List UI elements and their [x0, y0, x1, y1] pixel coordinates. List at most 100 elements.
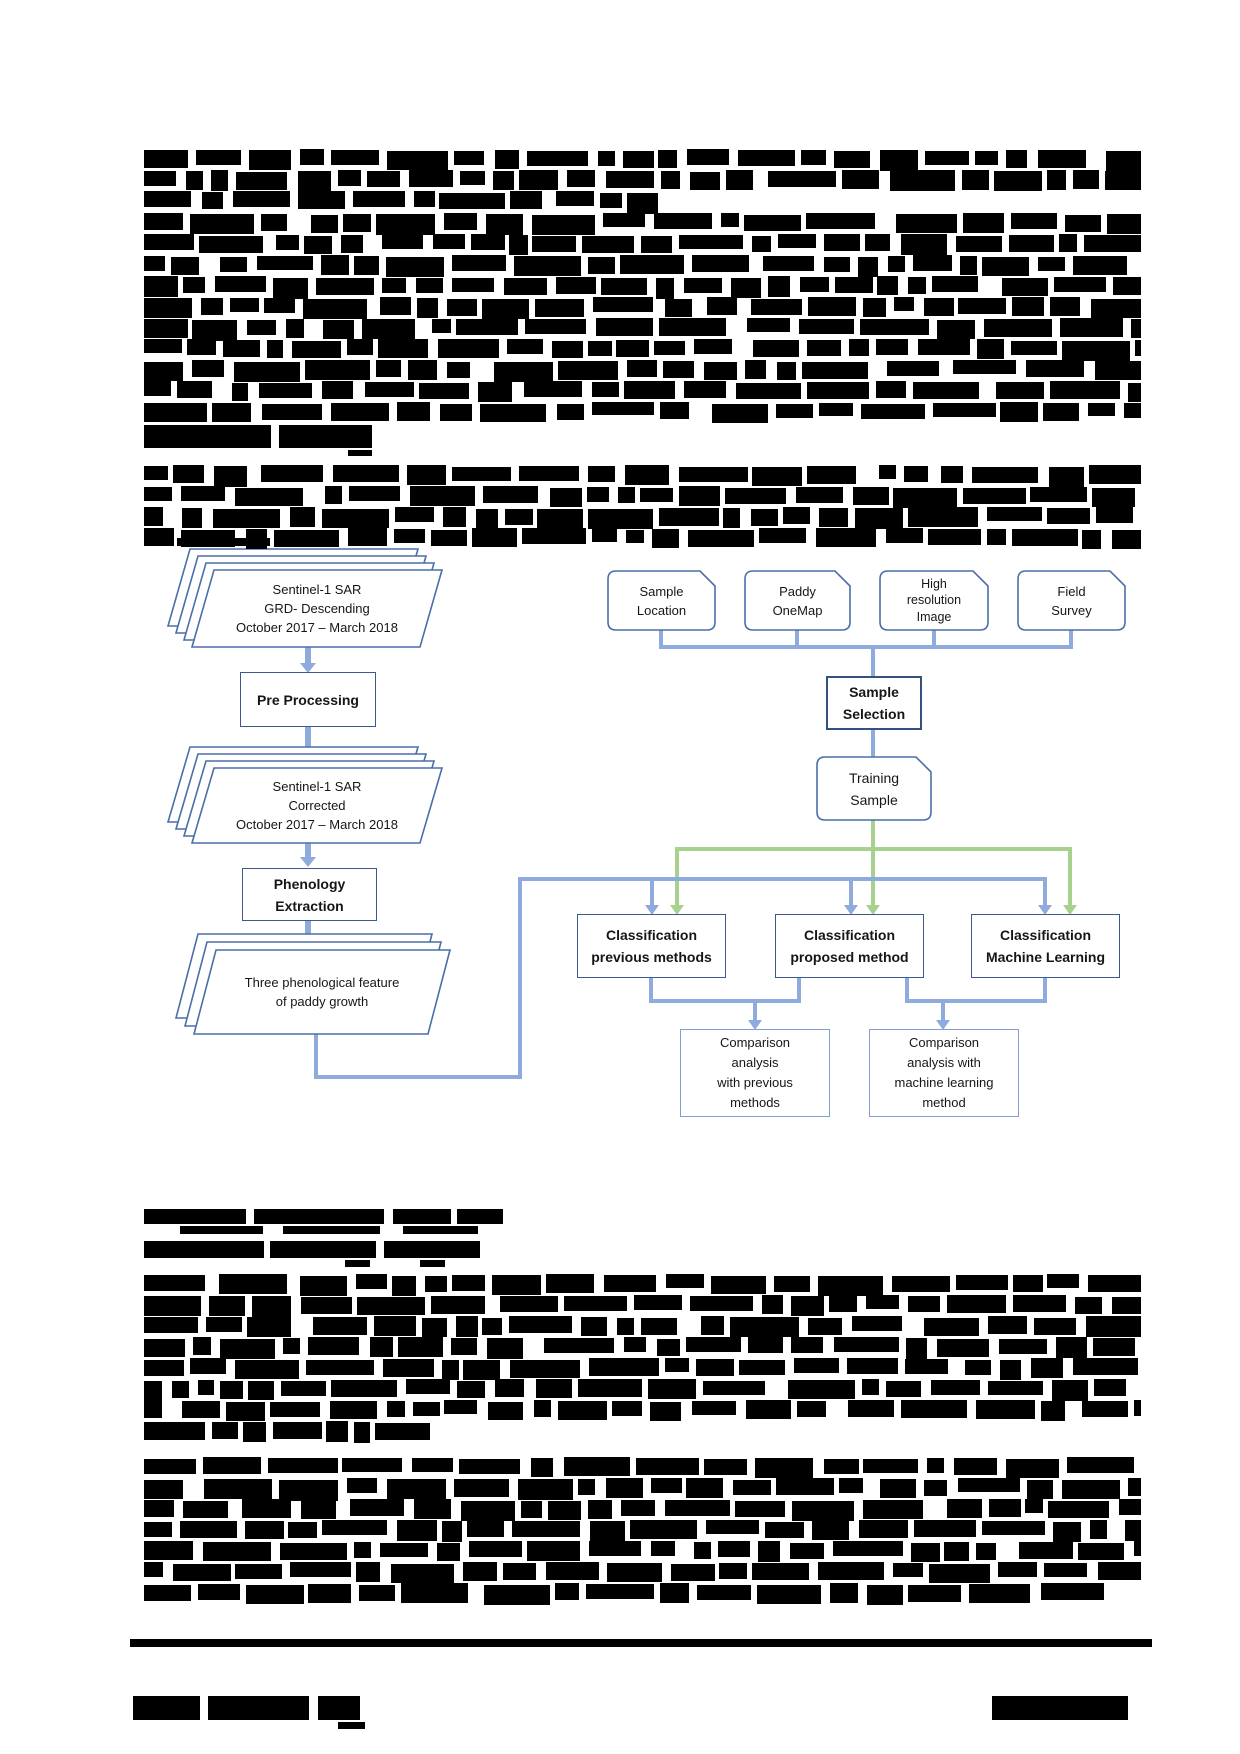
redaction-bar: [592, 528, 617, 543]
redaction-bar: [463, 1561, 497, 1581]
redaction-bar: [144, 1562, 164, 1577]
redaction-bar: [627, 193, 658, 214]
redaction-bar: [587, 465, 616, 483]
redaction-bar: [1072, 256, 1127, 276]
card-training-sample: [816, 756, 932, 821]
box-text-line: Machine Learning: [985, 949, 1106, 965]
classification-previous-methods-box: Classification previous methods: [577, 914, 726, 978]
redaction-bar: [998, 1561, 1037, 1578]
redaction-bar: [548, 1500, 582, 1520]
redaction-bar: [1087, 402, 1115, 417]
redaction-bar: [144, 1541, 193, 1561]
card-text-line: Sample: [639, 583, 684, 599]
redaction-bar: [256, 255, 313, 271]
redaction-bar: [469, 1541, 523, 1558]
redaction-bar: [893, 487, 958, 508]
redaction-bar: [595, 318, 654, 337]
redaction-bar: [173, 1563, 231, 1582]
stack-text-line: October 2017 – March 2018: [236, 817, 398, 832]
classification-proposed-method-box: Classification proposed method: [775, 914, 924, 978]
redaction-bar: [670, 1563, 715, 1581]
box-text-line: proposed method: [790, 949, 909, 965]
redaction-bar: [144, 256, 165, 271]
redaction-bar: [144, 1421, 206, 1441]
redaction-bar: [394, 506, 435, 522]
card-text-line: resolution: [906, 593, 962, 608]
redaction-bar: [908, 506, 978, 527]
card-high-resolution-image-label: High resolution Image: [880, 571, 988, 630]
redaction-bar: [1000, 402, 1038, 423]
redaction-bar: [518, 466, 579, 482]
redaction-bar: [924, 1479, 947, 1496]
redaction-bar: [773, 1275, 811, 1292]
redaction-bar: [1124, 1520, 1141, 1541]
redaction-bar: [726, 169, 754, 191]
redaction-bar: [439, 404, 473, 422]
redaction-bar: [923, 1318, 979, 1336]
redaction-bar: [181, 486, 226, 501]
redaction-bar: [650, 1402, 682, 1421]
redaction-bar: [625, 464, 670, 486]
redaction-bar: [972, 467, 1039, 484]
redaction-bar: [958, 297, 1007, 314]
stack-text-line: October 2017 – March 2018: [236, 620, 398, 635]
redaction-bar: [981, 257, 1029, 277]
redaction-bar: [537, 508, 583, 529]
redaction-bar: [863, 1500, 923, 1519]
box-text-line: analysis: [731, 1055, 779, 1070]
box-text-line: Classification: [999, 927, 1092, 943]
redaction-bar: [457, 1381, 485, 1399]
sample-selection-box: Sample Selection: [826, 676, 922, 730]
redaction-bar: [878, 464, 896, 479]
redaction-bar: [144, 338, 182, 353]
redaction-bar: [555, 277, 597, 294]
redaction-bar: [893, 296, 915, 312]
redaction-bar: [1047, 1500, 1110, 1519]
redaction-bar: [317, 1696, 360, 1720]
redaction-bar: [1133, 1399, 1141, 1417]
redaction-bar: [461, 1501, 515, 1521]
redaction-bar: [591, 401, 655, 416]
redaction-bar: [144, 1317, 199, 1334]
redaction-bar: [192, 359, 224, 377]
redaction-bar: [963, 213, 1005, 233]
redaction-bar: [1006, 1458, 1060, 1478]
redaction-bar: [246, 320, 277, 335]
box-text-line: method: [922, 1095, 966, 1110]
redaction-bar: [392, 1209, 452, 1224]
redaction-bar: [383, 1358, 435, 1378]
redaction-bar: [144, 1500, 174, 1518]
redaction-bar: [462, 1360, 501, 1381]
redaction-bar: [1040, 1400, 1066, 1422]
redaction-bar: [735, 1501, 785, 1517]
redaction-bar: [913, 1519, 976, 1537]
redaction-bar: [519, 169, 558, 190]
redaction-bar: [201, 297, 224, 315]
box-text-line: analysis with: [907, 1055, 981, 1070]
redaction-bar: [720, 212, 739, 228]
redaction-bar: [975, 150, 998, 166]
redaction-bar: [739, 1359, 785, 1375]
card-text-line: Location: [636, 602, 687, 618]
redaction-bar: [932, 276, 978, 293]
redaction-bar: [1074, 1296, 1102, 1315]
redaction-bar: [1082, 1400, 1128, 1418]
redaction-bar: [1124, 402, 1141, 418]
redaction-bar: [433, 234, 466, 249]
redaction-bar: [144, 425, 272, 448]
redaction-bar: [407, 465, 447, 485]
card-text-line: Survey: [1051, 602, 1092, 618]
redaction-bar: [705, 1520, 759, 1535]
redaction-bar: [258, 383, 313, 398]
redaction-bar: [807, 340, 842, 357]
redaction-bar: [390, 1563, 454, 1583]
redaction-bar: [758, 1541, 781, 1562]
redaction-bar: [264, 297, 296, 314]
redaction-bar: [686, 1477, 724, 1499]
redaction-bar: [348, 450, 372, 456]
redaction-bar: [905, 1358, 949, 1375]
redaction-bar: [737, 150, 795, 167]
redaction-bar: [337, 169, 361, 187]
redaction-bar: [893, 1562, 923, 1578]
redaction-bar: [144, 190, 191, 208]
